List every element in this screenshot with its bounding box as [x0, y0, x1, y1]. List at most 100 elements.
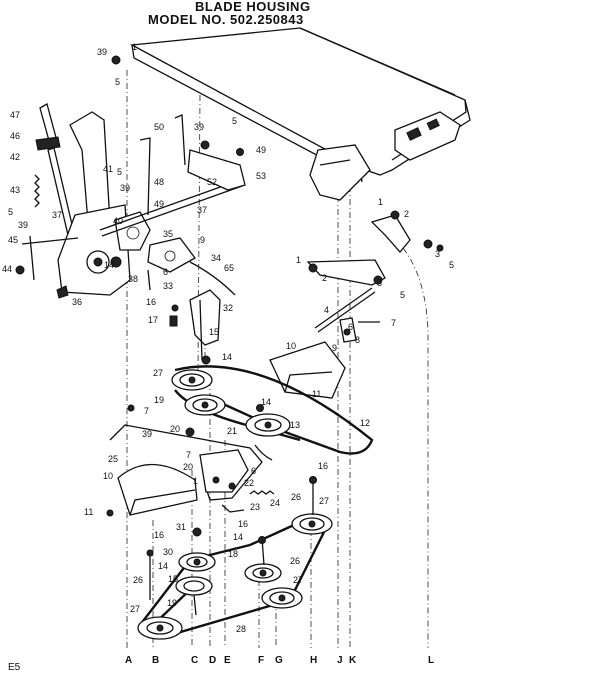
callout-label: 7 [391, 318, 396, 328]
callout-label: 36 [72, 297, 82, 307]
callout-label: 27 [319, 496, 329, 506]
callout-label: 11 [312, 389, 321, 399]
callout-label: 42 [10, 152, 20, 162]
callout-label: 14 [158, 561, 168, 571]
callout-label: 18 [228, 549, 238, 559]
callout-label: 44 [2, 264, 12, 274]
callout-label: 48 [154, 177, 164, 187]
callout-label: 1 [296, 255, 301, 265]
callout-label: 2 [404, 209, 409, 219]
callout-label: 12 [360, 418, 370, 428]
callout-label: 10 [286, 341, 296, 351]
callout-label: 39 [194, 122, 204, 132]
callout-label: 52 [207, 177, 217, 187]
callout-label: 49 [256, 145, 266, 155]
reference-letter: C [191, 655, 198, 666]
callout-label: 26 [290, 556, 300, 566]
callout-label: 27 [153, 368, 163, 378]
callout-label: 25 [108, 454, 118, 464]
callout-label: 5 [449, 260, 454, 270]
callout-label: 65 [224, 263, 234, 273]
callout-label: 15 [209, 327, 219, 337]
callout-label: 27 [130, 604, 140, 614]
callout-label: 4 [324, 305, 329, 315]
callout-label: 1 [378, 197, 383, 207]
reference-letter: H [310, 655, 317, 666]
callout-label: 38 [128, 274, 138, 284]
callout-label: 16 [154, 530, 164, 540]
callout-label: 13 [290, 420, 300, 430]
callout-label: 6 [348, 322, 353, 332]
callout-label: 20 [183, 462, 193, 472]
reference-letter: A [125, 655, 132, 666]
callout-label: 1 [132, 42, 137, 52]
callout-label: 39 [97, 47, 107, 57]
page-code: E5 [8, 662, 21, 673]
callout-label: 49 [154, 199, 164, 209]
callout-label: 24 [270, 498, 280, 508]
callout-label: 39 [142, 429, 152, 439]
callout-label: 14 [261, 397, 271, 407]
callout-label: 19 [154, 395, 164, 405]
callout-label: 40 [113, 216, 123, 226]
callout-label: 8 [355, 335, 360, 345]
callout-label: 23 [250, 502, 260, 512]
idler-bracket [106, 404, 275, 517]
callout-label: 22 [244, 478, 254, 488]
diagram-title-line1: BLADE HOUSING [195, 0, 311, 14]
callout-label: 17 [148, 315, 158, 325]
callout-label: 26 [291, 492, 301, 502]
callout-label: 9 [332, 343, 337, 353]
diagram-title-line2: MODEL NO. 502.250843 [148, 12, 304, 27]
callout-label: 16 [238, 519, 248, 529]
callout-label: 21 [227, 426, 237, 436]
callout-label: 39 [120, 183, 130, 193]
reference-letter: E [224, 655, 231, 666]
reference-letter: K [349, 655, 357, 666]
reference-letter: B [152, 655, 159, 666]
callout-label: 28 [236, 624, 246, 634]
callout-label: 43 [10, 185, 20, 195]
reference-letter: L [428, 655, 434, 666]
callout-label: 5 [8, 207, 13, 217]
reference-letter: D [209, 655, 216, 666]
callout-label: 35 [163, 229, 173, 239]
callout-label: 10 [103, 471, 113, 481]
frame-beam [129, 27, 471, 253]
callout-label: 6 [163, 267, 168, 277]
callout-label: 47 [10, 110, 20, 120]
callout-label: 19 [167, 598, 177, 608]
callout-label: 3 [435, 249, 440, 259]
callout-label: 34 [211, 253, 221, 263]
callout-label: 45 [8, 235, 18, 245]
callout-label: 32 [223, 303, 233, 313]
lift-lever-assembly [15, 55, 246, 361]
callout-label: 16 [146, 297, 156, 307]
callout-label: 5 [115, 77, 120, 87]
callout-label: 1 [193, 476, 198, 486]
callout-label: 33 [163, 281, 173, 291]
callout-label: 16 [318, 461, 328, 471]
callout-label: 9 [200, 235, 205, 245]
lower-pulleys [137, 476, 333, 640]
belt-guards [117, 341, 346, 516]
callout-label: 37 [52, 210, 62, 220]
callout-label: 41 [103, 164, 113, 174]
callout-label: 20 [170, 424, 180, 434]
callout-label: 37 [197, 205, 207, 215]
callout-label: 14 [233, 532, 243, 542]
callout-label: 11 [84, 507, 93, 517]
reference-letter: F [258, 655, 264, 666]
upper-pulleys [171, 355, 374, 455]
callout-label: 26 [133, 575, 143, 585]
callout-label: 5 [232, 116, 237, 126]
callout-label: 46 [10, 131, 20, 141]
callout-label: 14 [104, 260, 114, 270]
callout-label: 27 [293, 575, 303, 585]
right-linkage [306, 210, 444, 343]
callout-label: 7 [144, 406, 149, 416]
callout-label: 5 [400, 290, 405, 300]
